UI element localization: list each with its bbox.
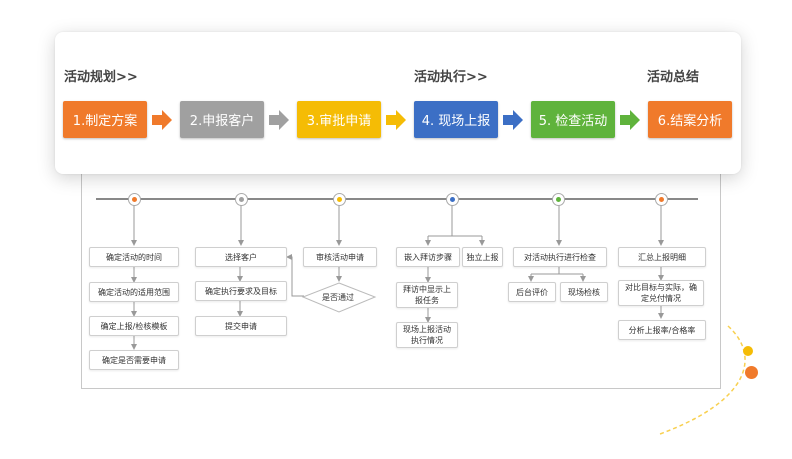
decor-dot-yellow	[743, 346, 753, 356]
phase-exec-label: 活动执行>>	[414, 70, 488, 85]
col5-inspect-box: 现场检核	[560, 282, 608, 302]
col6-box-3: 分析上报率/合格率	[618, 320, 706, 340]
timeline-node-1	[128, 193, 141, 206]
arrow-right-icon	[269, 110, 289, 130]
phase-summary-label: 活动总结	[647, 70, 700, 85]
col1-box-3: 确定上报/检核模板	[89, 316, 179, 336]
col2-box-3: 提交申请	[195, 316, 287, 336]
timeline-node-3	[333, 193, 346, 206]
col4-independent-box: 独立上报	[462, 247, 503, 267]
step-1-box: 1.制定方案	[63, 101, 147, 138]
arrow-right-icon	[386, 110, 406, 130]
col3-review-box: 审核活动申请	[303, 247, 377, 267]
col1-box-4: 确定是否需要申请	[89, 350, 179, 370]
arrow-right-icon	[503, 110, 523, 130]
timeline-node-4	[446, 193, 459, 206]
timeline-node-2	[235, 193, 248, 206]
col4-onsite-box: 现场上报活动执行情况	[396, 322, 458, 348]
timeline-node-6	[655, 193, 668, 206]
step-5-box: 5. 检查活动	[531, 101, 615, 138]
phase-plan-label: 活动规划>>	[64, 70, 138, 85]
step-3-box: 3.审批申请	[297, 101, 381, 138]
col2-box-2: 确定执行要求及目标	[195, 281, 287, 301]
col2-box-1: 选择客户	[195, 247, 287, 267]
col6-box-2: 对比目标与实际，确定兑付情况	[618, 280, 704, 306]
col4-embed-box: 嵌入拜访步骤	[396, 247, 460, 267]
step-4-box: 4. 现场上报	[414, 101, 498, 138]
col1-box-1: 确定活动的时间	[89, 247, 179, 267]
col1-box-2: 确定活动的适用范围	[89, 282, 179, 302]
col6-box-1: 汇总上报明细	[618, 247, 706, 267]
col5-check-box: 对活动执行进行检查	[513, 247, 607, 267]
col4-visit-box: 拜访中显示上报任务	[396, 282, 458, 308]
step-2-box: 2.申报客户	[180, 101, 264, 138]
arrow-right-icon	[620, 110, 640, 130]
col5-eval-box: 后台评价	[508, 282, 556, 302]
arrow-right-icon	[152, 110, 172, 130]
timeline-node-5	[552, 193, 565, 206]
decision-label: 是否通过	[322, 293, 354, 302]
flowchart-panel	[81, 174, 721, 389]
step-6-box: 6.结案分析	[648, 101, 732, 138]
process-header-card	[55, 32, 741, 174]
decor-dot-orange	[745, 366, 758, 379]
